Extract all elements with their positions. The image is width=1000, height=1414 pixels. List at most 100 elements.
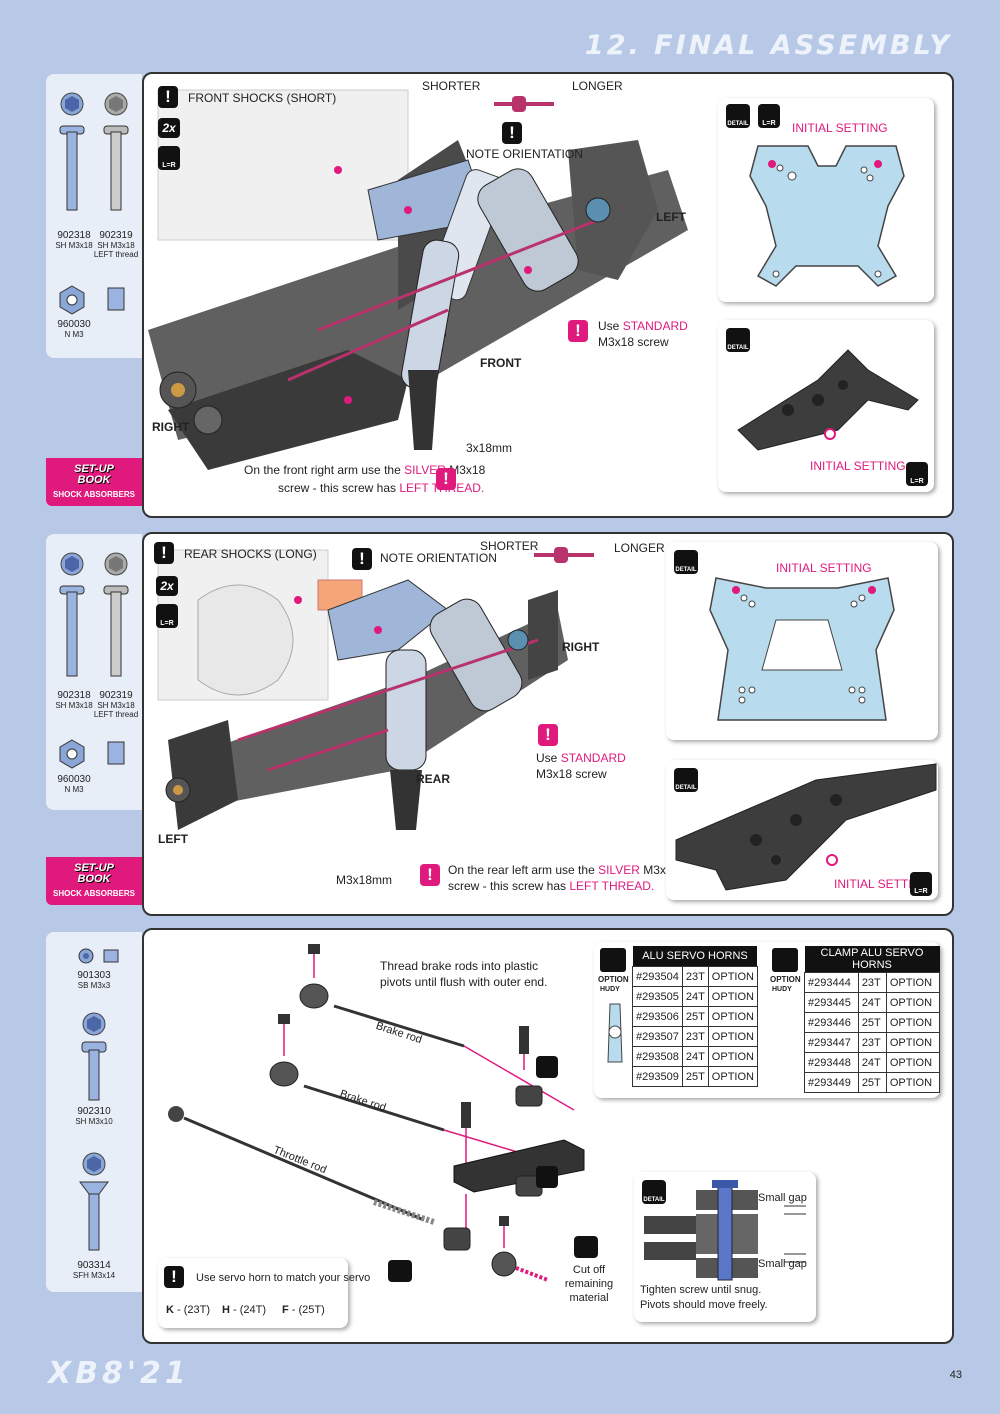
detail-icon: DETAIL xyxy=(674,768,698,792)
front-label: FRONT xyxy=(480,356,522,370)
rear-shocks-panel: ! REAR SHOCKS (LONG) 2x L=R SHORTER LONG… xyxy=(142,532,954,916)
longer-label: LONGER xyxy=(572,79,623,93)
part-number: 960030 xyxy=(57,774,91,785)
option-label: OPTION xyxy=(598,975,629,984)
option-label: OPTION xyxy=(770,975,801,984)
left-side-label: LEFT xyxy=(656,210,686,224)
setup-book-line1: SET-UP xyxy=(74,862,114,874)
cut-off-line1: Cut off xyxy=(572,1264,606,1276)
page-title: 12. FINAL ASSEMBLY xyxy=(584,30,952,61)
parts-sidebar-3: 901303 SB M3x3 902310 SH M3x10 903314 SF… xyxy=(46,932,142,1292)
front-chassis-illustration xyxy=(148,89,688,470)
detail-icon: DETAIL xyxy=(642,1180,666,1204)
initial-setting-label: INITIAL SETTING xyxy=(810,459,906,473)
hudy-logo: HUDY xyxy=(772,986,792,993)
left-right-same-icon: L=R xyxy=(906,462,928,486)
cut-off-line2: remaining xyxy=(564,1278,614,1290)
shorter-label: SHORTER xyxy=(422,79,481,93)
shock-length-icon xyxy=(494,96,554,112)
part-number: 902310 xyxy=(77,1106,111,1117)
servo-horn-note: ! Use servo horn to match your servo K -… xyxy=(158,1258,370,1328)
parts-sidebar-1: 902318 SH M3x18 902319 SH M3x18 LEFT thr… xyxy=(46,74,142,358)
warning-text-b: M3x18 xyxy=(449,463,486,477)
warning-icon: ! xyxy=(436,468,456,490)
front-shocks-label: FRONT SHOCKS (SHORT) xyxy=(188,91,337,105)
part-number: 902319 xyxy=(99,690,133,701)
left-right-same-icon: L=R xyxy=(156,604,178,628)
longer-label: LONGER xyxy=(614,541,665,555)
pivot-gap-detail: DETAIL Small gap Small gap Tighten screw… xyxy=(634,1172,816,1322)
rear-shock-tower-detail: DETAIL INITIAL SETTING xyxy=(666,542,938,740)
xb8-logo: XB8'21 xyxy=(48,1356,190,1391)
quantity-badge: 2x xyxy=(156,576,178,596)
small-gap-label: Small gap xyxy=(758,1258,807,1270)
warning-icon: ! xyxy=(164,1266,184,1288)
standard-label: STANDARD xyxy=(560,751,626,765)
warning-icon: ! xyxy=(538,724,558,746)
standard-screw-label: M3x18 screw xyxy=(598,335,669,349)
warning-icon: ! xyxy=(420,864,440,886)
cut-off-line3: material xyxy=(569,1292,609,1304)
note-orientation-label: NOTE ORIENTATION xyxy=(466,147,583,161)
rear-arm-drawing xyxy=(675,763,937,891)
use-label: Use xyxy=(536,751,558,765)
part-number: 902318 xyxy=(57,230,91,241)
part-number: 901303 xyxy=(77,970,111,981)
screw-illustrations-1 xyxy=(59,92,129,315)
warning-icon: ! xyxy=(352,548,372,570)
silver-label: SILVER xyxy=(598,863,640,877)
horn-code-value: - (24T) xyxy=(233,1304,267,1316)
rear-chassis-illustration xyxy=(157,549,568,830)
setup-book-line3: SHOCK ABSORBERS xyxy=(53,490,135,499)
setup-book-badge[interactable]: SET-UP BOOK SHOCK ABSORBERS xyxy=(46,458,142,506)
detail-icon: DETAIL xyxy=(674,550,698,574)
thread-note-line2: pivots until flush with outer end. xyxy=(380,975,548,989)
hudy-logo: HUDY xyxy=(600,986,620,993)
setup-book-badge[interactable]: SET-UP BOOK SHOCK ABSORBERS xyxy=(46,857,142,905)
page-number: 43 xyxy=(949,1369,962,1381)
warning-text-c: screw - this screw has xyxy=(278,481,397,495)
horn-code-value: - (25T) xyxy=(291,1304,325,1316)
standard-screw-label: M3x18 screw xyxy=(536,767,607,781)
warning-icon: ! xyxy=(502,122,522,144)
front-arm-drawing xyxy=(737,349,919,451)
warning-text-c: screw - this screw has xyxy=(448,879,567,893)
use-label: Use xyxy=(598,319,620,333)
setup-book-line3: SHOCK ABSORBERS xyxy=(53,889,135,898)
screw-length-label: M3x18mm xyxy=(336,873,393,887)
note-orientation-label: NOTE ORIENTATION xyxy=(380,551,497,565)
shock-length-icon xyxy=(534,547,594,563)
initial-setting-label: INITIAL SETTING xyxy=(776,561,872,575)
thumbs-up-icon xyxy=(600,948,626,972)
part-desc-thread: LEFT thread xyxy=(93,710,139,719)
horn-code-key: F xyxy=(282,1304,289,1316)
rear-arm-detail: DETAIL INITIAL SETTING L=R xyxy=(666,760,938,900)
shock-tower-detail: DETAIL L=R INITIAL SETTING xyxy=(718,98,934,302)
part-desc: SH M3x10 xyxy=(75,1117,113,1126)
silver-label: SILVER xyxy=(404,463,446,477)
rear-label: REAR xyxy=(416,772,451,786)
part-desc: SFH M3x14 xyxy=(72,1271,116,1280)
tighten-note-line1: Tighten screw until snug. xyxy=(640,1284,762,1296)
part-desc: SH M3x18 xyxy=(97,701,135,710)
detail-icon: DETAIL xyxy=(726,328,750,352)
part-desc: SH M3x18 xyxy=(55,241,93,250)
part-number: 960030 xyxy=(57,319,91,330)
part-number: 902318 xyxy=(57,690,91,701)
part-desc: SH M3x18 xyxy=(55,701,93,710)
right-side-label: RIGHT xyxy=(562,640,600,654)
part-desc: N M3 xyxy=(64,330,84,339)
horn-code-value: - (23T) xyxy=(177,1304,211,1316)
right-side-label: RIGHT xyxy=(152,420,190,434)
left-right-same-icon: L=R xyxy=(758,104,780,128)
